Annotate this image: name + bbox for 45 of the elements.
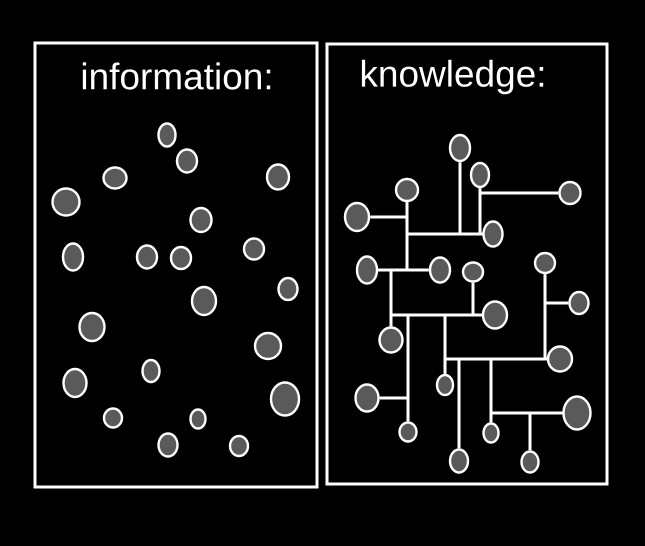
dot bbox=[266, 163, 290, 191]
dot bbox=[51, 187, 81, 217]
dot bbox=[157, 432, 179, 458]
dot bbox=[344, 202, 370, 232]
dot bbox=[277, 276, 299, 302]
dot bbox=[470, 162, 490, 188]
dot bbox=[356, 255, 378, 285]
dot bbox=[176, 148, 198, 174]
dot bbox=[102, 166, 128, 190]
connecting-line bbox=[478, 188, 482, 236]
dot bbox=[242, 237, 266, 261]
panel-heading: knowledge: bbox=[362, 60, 544, 94]
dot bbox=[482, 220, 504, 248]
dot bbox=[448, 134, 472, 162]
dot bbox=[428, 256, 452, 284]
dot bbox=[102, 407, 124, 429]
dot bbox=[568, 290, 590, 316]
dot bbox=[462, 261, 484, 283]
dot bbox=[189, 408, 207, 430]
dot bbox=[546, 345, 574, 373]
dot bbox=[170, 246, 192, 270]
dot bbox=[448, 448, 470, 474]
dot bbox=[141, 358, 161, 384]
dot bbox=[62, 242, 84, 272]
panel-heading: information: bbox=[82, 62, 270, 90]
dot bbox=[436, 374, 454, 396]
connecting-line bbox=[544, 274, 568, 304]
dot bbox=[78, 312, 106, 342]
dot bbox=[254, 332, 282, 360]
dot bbox=[378, 326, 404, 354]
dot bbox=[394, 178, 420, 202]
dot bbox=[136, 244, 158, 270]
dot bbox=[520, 450, 540, 474]
dot bbox=[62, 368, 88, 398]
dot bbox=[482, 300, 508, 330]
dot bbox=[228, 434, 250, 458]
dot bbox=[189, 206, 213, 234]
dot bbox=[534, 252, 556, 274]
dot bbox=[190, 286, 218, 316]
dot bbox=[398, 421, 418, 443]
dot bbox=[482, 422, 500, 444]
dot bbox=[558, 180, 582, 206]
connecting-line bbox=[528, 412, 562, 450]
dot bbox=[157, 122, 177, 148]
dot bbox=[354, 383, 380, 413]
